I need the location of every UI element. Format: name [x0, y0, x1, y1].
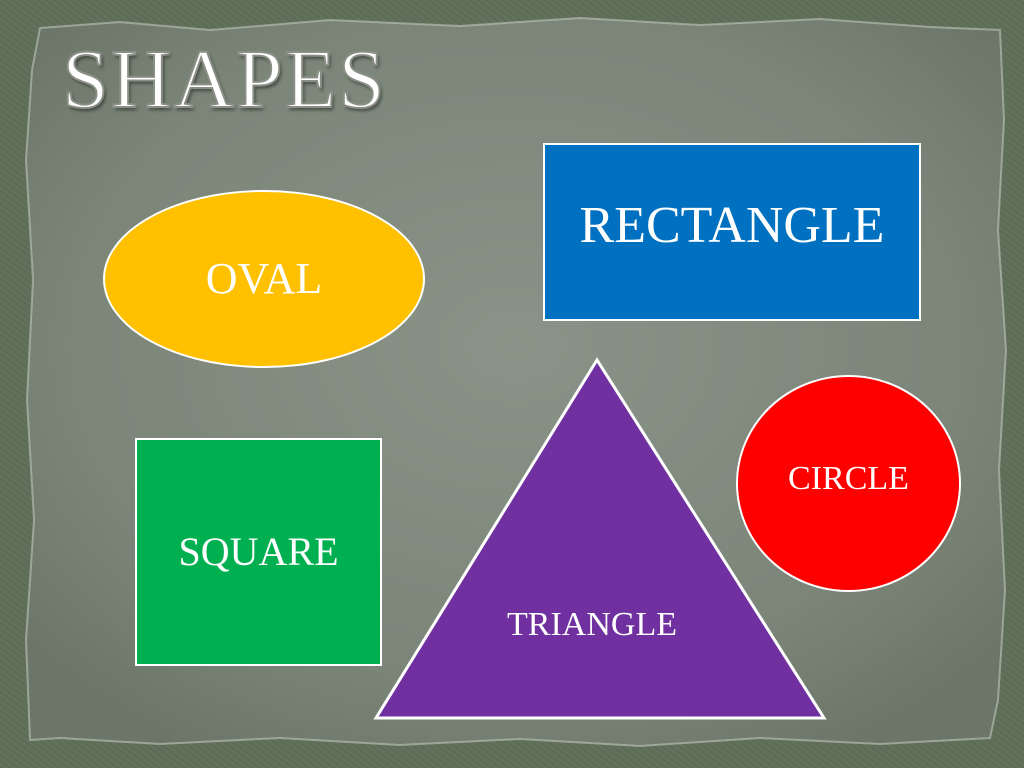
square-label: SQUARE	[178, 528, 339, 574]
oval-label: OVAL	[205, 253, 323, 303]
circle-shape: CIRCLE	[736, 375, 961, 592]
rectangle-label: RECTANGLE	[579, 196, 885, 254]
slide-title: SHAPES	[61, 33, 387, 126]
triangle-shape: TRIANGLE	[372, 356, 828, 722]
triangle-label: TRIANGLE	[507, 606, 677, 643]
rectangle-shape: RECTANGLE	[543, 143, 921, 321]
triangle-polygon	[373, 357, 827, 720]
oval-shape: OVAL	[103, 190, 425, 368]
square-shape: SQUARE	[135, 438, 382, 666]
circle-label: CIRCLE	[788, 459, 909, 497]
